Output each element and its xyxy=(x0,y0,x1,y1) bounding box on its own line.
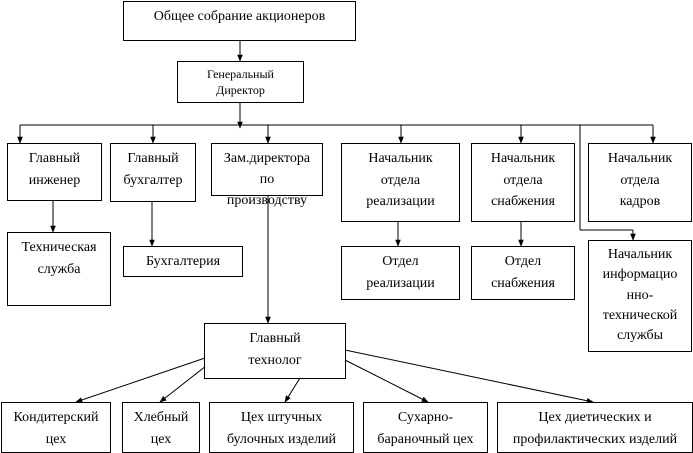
node-bun-products-workshop: Цех штучных булочных изделий xyxy=(209,402,354,453)
node-chief-technologist: Главный технолог xyxy=(204,323,346,379)
node-technical-service: Техническая служба xyxy=(7,232,111,306)
node-confectionery-workshop: Кондитерский цех xyxy=(1,402,111,453)
node-accounting: Бухгалтерия xyxy=(123,246,243,277)
node-shareholders-meeting: Общее собрание акционеров xyxy=(123,1,356,41)
node-head-sales-department: Начальник отдела реализации xyxy=(341,143,460,222)
node-head-hr-department: Начальник отдела кадров xyxy=(588,143,692,222)
node-rusk-bagel-workshop: Сухарно- бараночный цех xyxy=(363,402,488,453)
node-chief-engineer: Главный инженер xyxy=(7,143,102,201)
node-dietetic-products-workshop: Цех диетических и профилактических издел… xyxy=(497,402,693,453)
node-chief-accountant: Главный бухгалтер xyxy=(110,143,196,202)
node-bread-workshop: Хлебный цех xyxy=(122,402,200,453)
node-deputy-director-production: Зам.директора по производству xyxy=(211,143,323,208)
node-general-director: Генеральный Директор xyxy=(177,61,304,103)
node-supply-department: Отдел снабжения xyxy=(471,246,575,300)
node-head-supply-department: Начальник отдела снабжения xyxy=(471,143,575,222)
node-sales-department: Отдел реализации xyxy=(341,246,460,300)
node-head-info-tech-service: Начальник информацио нно- технической сл… xyxy=(588,240,692,352)
